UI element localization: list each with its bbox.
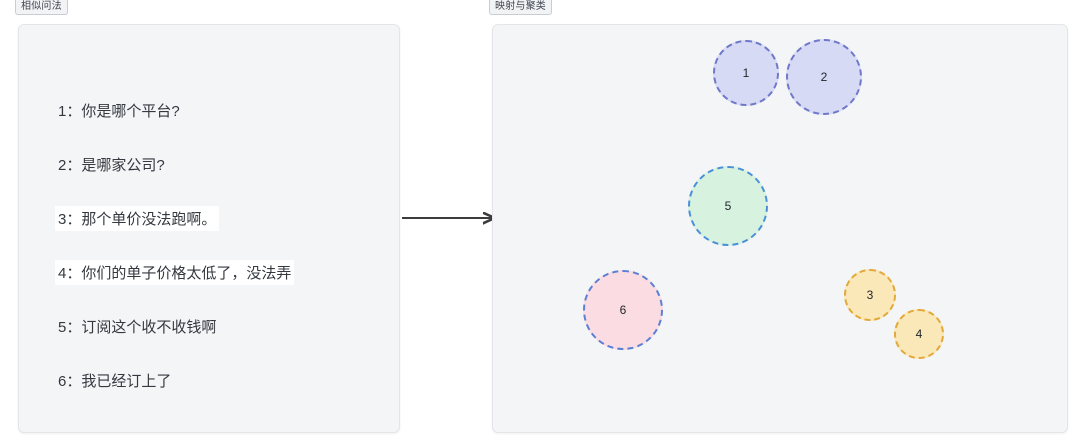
list-item[interactable]: 3：那个单价没法跑啊。 (55, 191, 385, 245)
question-text: 4：你们的单子价格太低了，没法弄 (55, 259, 295, 285)
cluster-label: 5 (724, 199, 732, 213)
cluster-label: 1 (742, 66, 750, 80)
list-item[interactable]: 1：你是哪个平台? (55, 83, 385, 137)
question-text: 2：是哪家公司? (58, 156, 165, 174)
cluster-circle-6[interactable]: 6 (583, 270, 663, 350)
cluster-circle-1[interactable]: 1 (713, 40, 779, 106)
list-item[interactable]: 6：我已经订上了 (55, 353, 385, 407)
list-item[interactable]: 4：你们的单子价格太低了，没法弄 (55, 245, 385, 299)
panel-tag-similar-questions: 相似问法 (15, 0, 68, 15)
cluster-circle-3[interactable]: 3 (844, 269, 896, 321)
cluster-label: 6 (619, 303, 627, 317)
list-item[interactable]: 2：是哪家公司? (55, 137, 385, 191)
maps-to-arrow-icon (402, 207, 500, 229)
cluster-label: 2 (820, 70, 828, 84)
similar-questions-panel: 1：你是哪个平台? 2：是哪家公司? 3：那个单价没法跑啊。 4：你们的单子价格… (18, 24, 400, 433)
cluster-label: 4 (915, 327, 923, 341)
question-text: 6：我已经订上了 (58, 372, 172, 390)
cluster-circle-2[interactable]: 2 (786, 39, 862, 115)
list-item[interactable]: 5：订阅这个收不收钱啊 (55, 299, 385, 353)
panel-tag-mapping-clustering: 映射与聚类 (489, 0, 552, 15)
question-text: 5：订阅这个收不收钱啊 (58, 318, 217, 336)
mapping-clustering-panel: 1 2 3 4 5 6 (492, 24, 1068, 433)
cluster-circle-5[interactable]: 5 (688, 166, 768, 246)
question-text: 3：那个单价没法跑啊。 (55, 205, 220, 231)
question-text: 1：你是哪个平台? (58, 102, 180, 120)
question-list: 1：你是哪个平台? 2：是哪家公司? 3：那个单价没法跑啊。 4：你们的单子价格… (55, 83, 385, 407)
cluster-label: 3 (866, 288, 874, 302)
cluster-circle-4[interactable]: 4 (894, 309, 944, 359)
